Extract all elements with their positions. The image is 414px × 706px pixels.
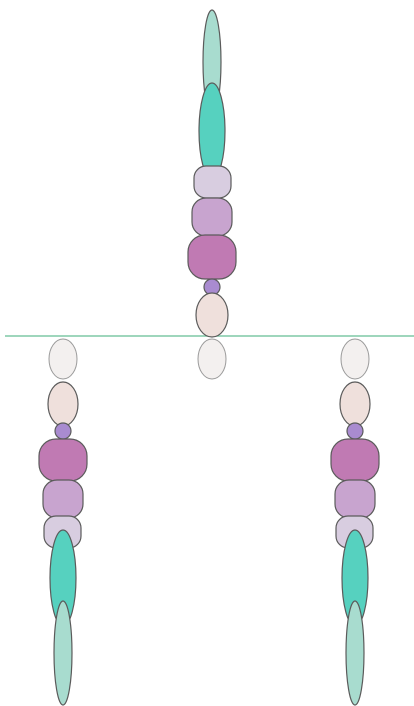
right-stack-connector <box>347 423 363 439</box>
right-stack-light-leaf <box>346 601 364 705</box>
top-stack-segment-lavender <box>192 198 232 236</box>
left-stack-segment-magenta <box>39 439 87 481</box>
top-stack-segment-magenta <box>188 235 236 279</box>
top-stack-reflection-oval <box>198 339 226 379</box>
top-stack-blush-oval <box>196 293 228 337</box>
right-stack-blush-oval <box>340 382 370 426</box>
top-stack <box>188 10 236 379</box>
left-stack <box>39 339 87 705</box>
right-stack-segment-magenta <box>331 439 379 481</box>
left-stack-connector <box>55 423 71 439</box>
left-stack-segment-lavender <box>43 480 83 518</box>
left-stack-blush-oval <box>48 382 78 426</box>
left-stack-reflection-oval <box>49 339 77 379</box>
left-stack-light-leaf <box>54 601 72 705</box>
top-stack-segment-pale <box>194 166 231 198</box>
right-stack-reflection-oval <box>341 339 369 379</box>
top-stack-teal-leaf <box>199 83 225 179</box>
right-stack <box>331 339 379 705</box>
right-stack-segment-lavender <box>335 480 375 518</box>
